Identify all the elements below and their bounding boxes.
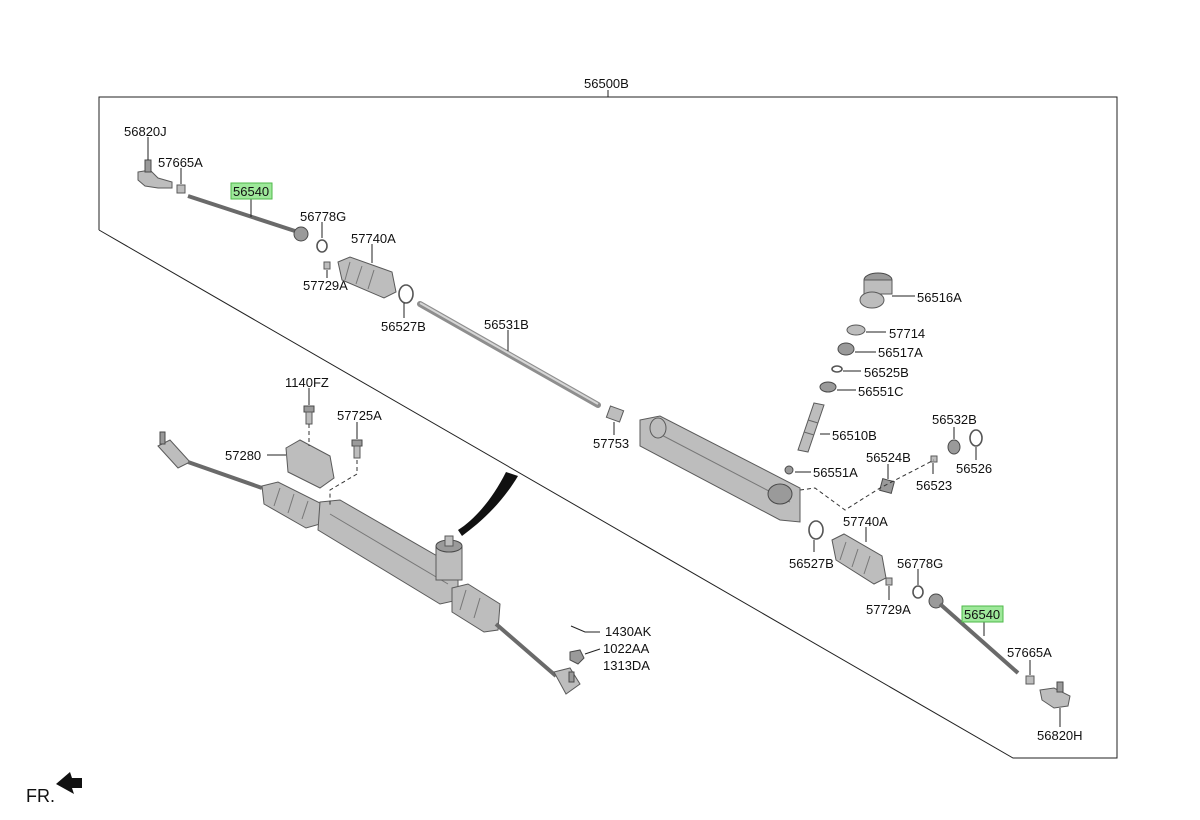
part-56551A[interactable]: 56551A [784, 465, 858, 480]
label-56532B: 56532B [932, 412, 977, 427]
label-57725A: 57725A [337, 408, 382, 423]
label-56820J: 56820J [124, 124, 167, 139]
part-56820H[interactable]: 56820H [1037, 681, 1083, 743]
direction-label: FR. [26, 786, 55, 806]
part-57665A-right[interactable]: 57665A [1007, 645, 1052, 685]
label-57280: 57280 [225, 448, 261, 463]
part-56820J[interactable]: 56820J [124, 124, 173, 189]
part-56778G-left[interactable]: 56778G [300, 209, 346, 253]
label-1313DA: 1313DA [603, 658, 650, 673]
part-57280[interactable]: 57280 [225, 439, 335, 489]
part-57729A-right[interactable]: 57729A [866, 577, 911, 617]
part-57729A-left[interactable]: 57729A [303, 261, 348, 293]
part-56517A[interactable]: 56517A [837, 342, 923, 360]
part-56778G-right[interactable]: 56778G [897, 556, 943, 599]
label-56525B: 56525B [864, 365, 909, 380]
part-56525B[interactable]: 56525B [831, 365, 909, 380]
label-56551C: 56551C [858, 384, 904, 399]
label-56524B: 56524B [866, 450, 911, 465]
front-arrow-icon [56, 772, 82, 794]
part-57740A-right[interactable]: 57740A [831, 514, 888, 585]
label-57665A-right: 57665A [1007, 645, 1052, 660]
part-56540-left[interactable]: 56540 [187, 182, 309, 242]
part-56540-right[interactable]: 56540 [928, 593, 1020, 675]
gear-housing-exploded[interactable] [639, 415, 801, 523]
assembly-frame: 56500B [98, 76, 1118, 759]
part-57714[interactable]: 57714 [846, 324, 925, 341]
label-57729A-left: 57729A [303, 278, 348, 293]
part-56532B[interactable]: 56532B [932, 412, 977, 455]
label-56540-left: 56540 [233, 184, 269, 199]
label-56516A: 56516A [917, 290, 962, 305]
part-57665A-left[interactable]: 57665A [158, 155, 203, 194]
part-57740A-left[interactable]: 57740A [337, 231, 397, 299]
label-56778G-right: 56778G [897, 556, 943, 571]
label-57665A-left: 57665A [158, 155, 203, 170]
label-57740A-right: 57740A [843, 514, 888, 529]
label-56778G-left: 56778G [300, 209, 346, 224]
label-56527B-left: 56527B [381, 319, 426, 334]
label-56540-right: 56540 [964, 607, 1000, 622]
label-57740A-left: 57740A [351, 231, 396, 246]
part-57753[interactable]: 57753 [593, 405, 629, 451]
part-56527B-right[interactable]: 56527B [789, 520, 834, 571]
part-57725A[interactable]: 57725A [329, 408, 382, 506]
label-56510B: 56510B [832, 428, 877, 443]
label-56517A: 56517A [878, 345, 923, 360]
detail-callout-wedge [458, 472, 518, 536]
label-56527B-right: 56527B [789, 556, 834, 571]
part-56526[interactable]: 56526 [956, 429, 992, 476]
assembly-dash-line-right [799, 459, 935, 511]
part-56524B[interactable]: 56524B [866, 450, 911, 494]
part-56523[interactable]: 56523 [916, 455, 952, 493]
part-nut-group[interactable]: 1430AK 1022AA 1313DA [569, 624, 652, 673]
label-56531B: 56531B [484, 317, 529, 332]
assembly-label: 56500B [584, 76, 629, 91]
part-56516A[interactable]: 56516A [859, 272, 962, 309]
part-56531B[interactable]: 56531B [417, 301, 601, 408]
label-1022AA: 1022AA [603, 641, 650, 656]
label-56551A: 56551A [813, 465, 858, 480]
label-57714: 57714 [889, 326, 925, 341]
part-1140FZ[interactable]: 1140FZ [285, 375, 329, 446]
part-56510B[interactable]: 56510B [797, 402, 877, 453]
front-direction-indicator: FR. [26, 772, 82, 806]
label-56820H: 56820H [1037, 728, 1083, 743]
part-56551C[interactable]: 56551C [819, 381, 904, 399]
label-57753: 57753 [593, 436, 629, 451]
label-1140FZ: 1140FZ [285, 375, 329, 390]
label-1430AK: 1430AK [605, 624, 652, 639]
label-56526: 56526 [956, 461, 992, 476]
part-56527B-left[interactable]: 56527B [381, 284, 426, 334]
assembled-steering-gear[interactable] [157, 431, 581, 695]
label-57729A-right: 57729A [866, 602, 911, 617]
label-56523: 56523 [916, 478, 952, 493]
